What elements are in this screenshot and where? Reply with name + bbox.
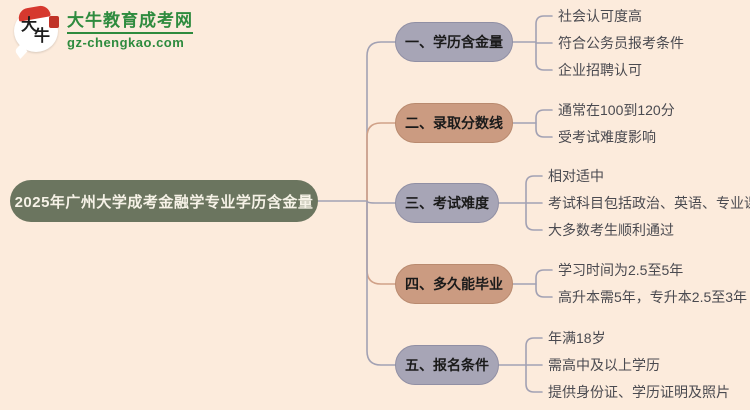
connector-line	[535, 269, 553, 298]
logo-bubble-icon: 大 牛	[14, 4, 59, 52]
leaf-node: 相对适中	[548, 168, 604, 184]
leaf-node: 提供身份证、学历证明及照片	[548, 384, 730, 400]
connector-line	[366, 41, 396, 202]
logo-title: 大牛教育成考网	[67, 11, 193, 30]
connector-line	[366, 122, 396, 202]
root-node: 2025年广州大学成考金融学专业学历含金量	[10, 180, 318, 222]
connector-line	[535, 109, 553, 138]
leaf-node: 大多数考生顺利通过	[548, 222, 674, 238]
branch-node-3: 三、考试难度	[395, 183, 499, 223]
leaf-node: 通常在100到120分	[558, 102, 675, 118]
leaf-node: 受考试难度影响	[558, 129, 656, 145]
logo-mark-char: 大	[21, 17, 38, 34]
logo-subtitle: gz-chengkao.com	[67, 35, 185, 51]
leaf-node: 需高中及以上学历	[548, 357, 660, 373]
branch-node-2: 二、录取分数线	[395, 103, 513, 143]
leaf-node: 企业招聘认可	[558, 62, 642, 78]
leaf-node: 高升本需5年，专升本2.5至3年	[558, 289, 748, 305]
logo-divider	[67, 32, 193, 35]
leaf-node: 社会认可度高	[558, 8, 642, 24]
connector-line	[366, 200, 396, 285]
logo-mark-char: 牛	[34, 28, 51, 45]
connector-line	[366, 200, 396, 366]
leaf-node: 考试科目包括政治、英语、专业课程	[548, 195, 750, 211]
branch-node-1: 一、学历含金量	[395, 22, 513, 62]
logo-text: 大牛教育成考网 gz-chengkao.com	[67, 11, 193, 51]
leaf-node: 学习时间为2.5至5年	[558, 262, 684, 278]
branch-node-4: 四、多久能毕业	[395, 264, 513, 304]
logo-seal-icon	[49, 16, 59, 28]
leaf-node: 符合公务员报考条件	[558, 35, 684, 51]
leaf-node: 年满18岁	[548, 330, 606, 346]
connector-line	[366, 200, 396, 204]
branch-node-5: 五、报名条件	[395, 345, 499, 385]
site-logo: 大 牛 大牛教育成考网 gz-chengkao.com	[14, 4, 193, 52]
